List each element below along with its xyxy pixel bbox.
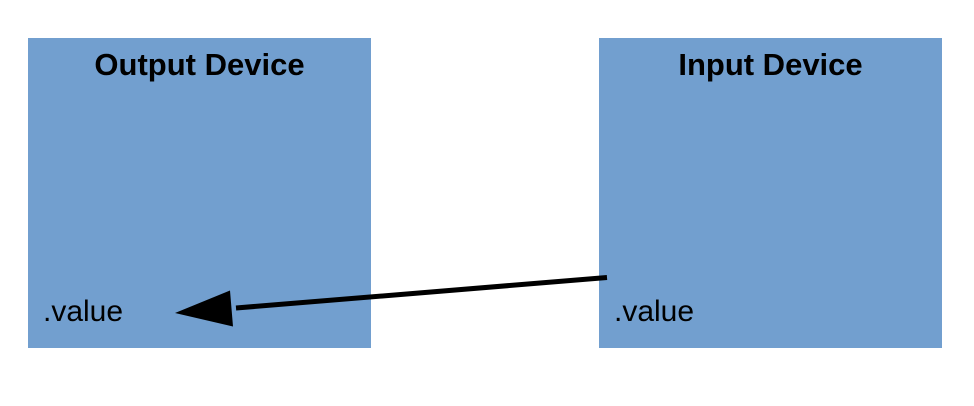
output-device-properties: .value .values .source	[43, 209, 141, 406]
input-device-box: Input Device .value .values	[599, 38, 942, 348]
output-property-value: .value	[43, 295, 124, 328]
input-device-title: Input Device	[678, 47, 863, 82]
input-device-properties: .value .values	[614, 209, 709, 406]
output-device-title: Output Device	[94, 47, 305, 82]
input-property-value: .value	[614, 295, 695, 328]
output-device-box: Output Device .value .values .source	[28, 38, 371, 348]
